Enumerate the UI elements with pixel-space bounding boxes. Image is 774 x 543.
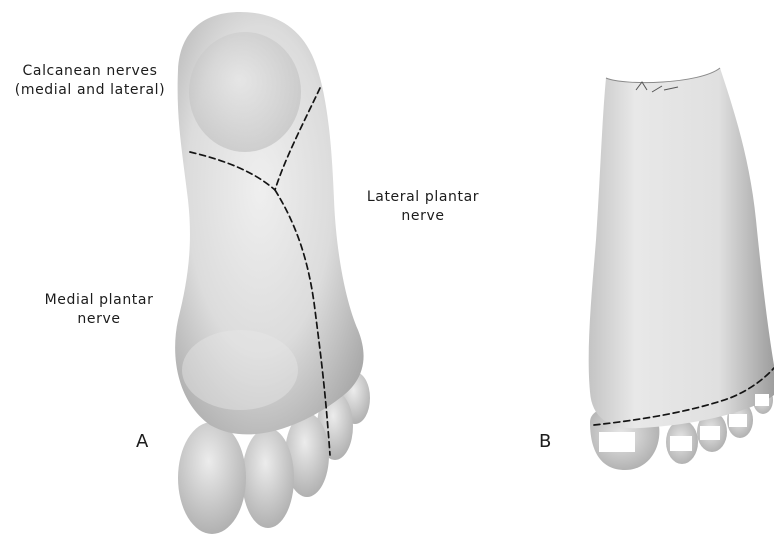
panel-a-foot-sole [175,12,370,534]
nail-toe-2 [670,436,692,451]
nail-toe-3 [700,426,720,440]
toe-2-sole [242,428,294,528]
ball-pad [182,330,298,410]
label-calcanean-line2: (medial and lateral) [4,81,176,100]
nail-toe-4 [729,414,747,427]
panel-label-a: A [136,432,148,452]
label-medial-line2: nerve [34,310,164,329]
panel-b-foot-dorsum [589,68,774,470]
nail-toe-5 [755,394,769,406]
heel-pad [189,32,301,152]
label-medial-line1: Medial plantar [34,291,164,310]
label-lateral-line2: nerve [358,207,488,226]
label-lateral-plantar-nerve: Lateral plantar nerve [358,188,488,226]
panel-label-b: B [539,432,551,452]
big-toe-sole [178,422,246,534]
nail-big-toe [599,432,635,452]
dorsum-outline [589,68,774,428]
label-lateral-line1: Lateral plantar [358,188,488,207]
label-calcanean-nerves: Calcanean nerves (medial and lateral) [4,62,176,100]
label-medial-plantar-nerve: Medial plantar nerve [34,291,164,329]
label-calcanean-line1: Calcanean nerves [4,62,176,81]
